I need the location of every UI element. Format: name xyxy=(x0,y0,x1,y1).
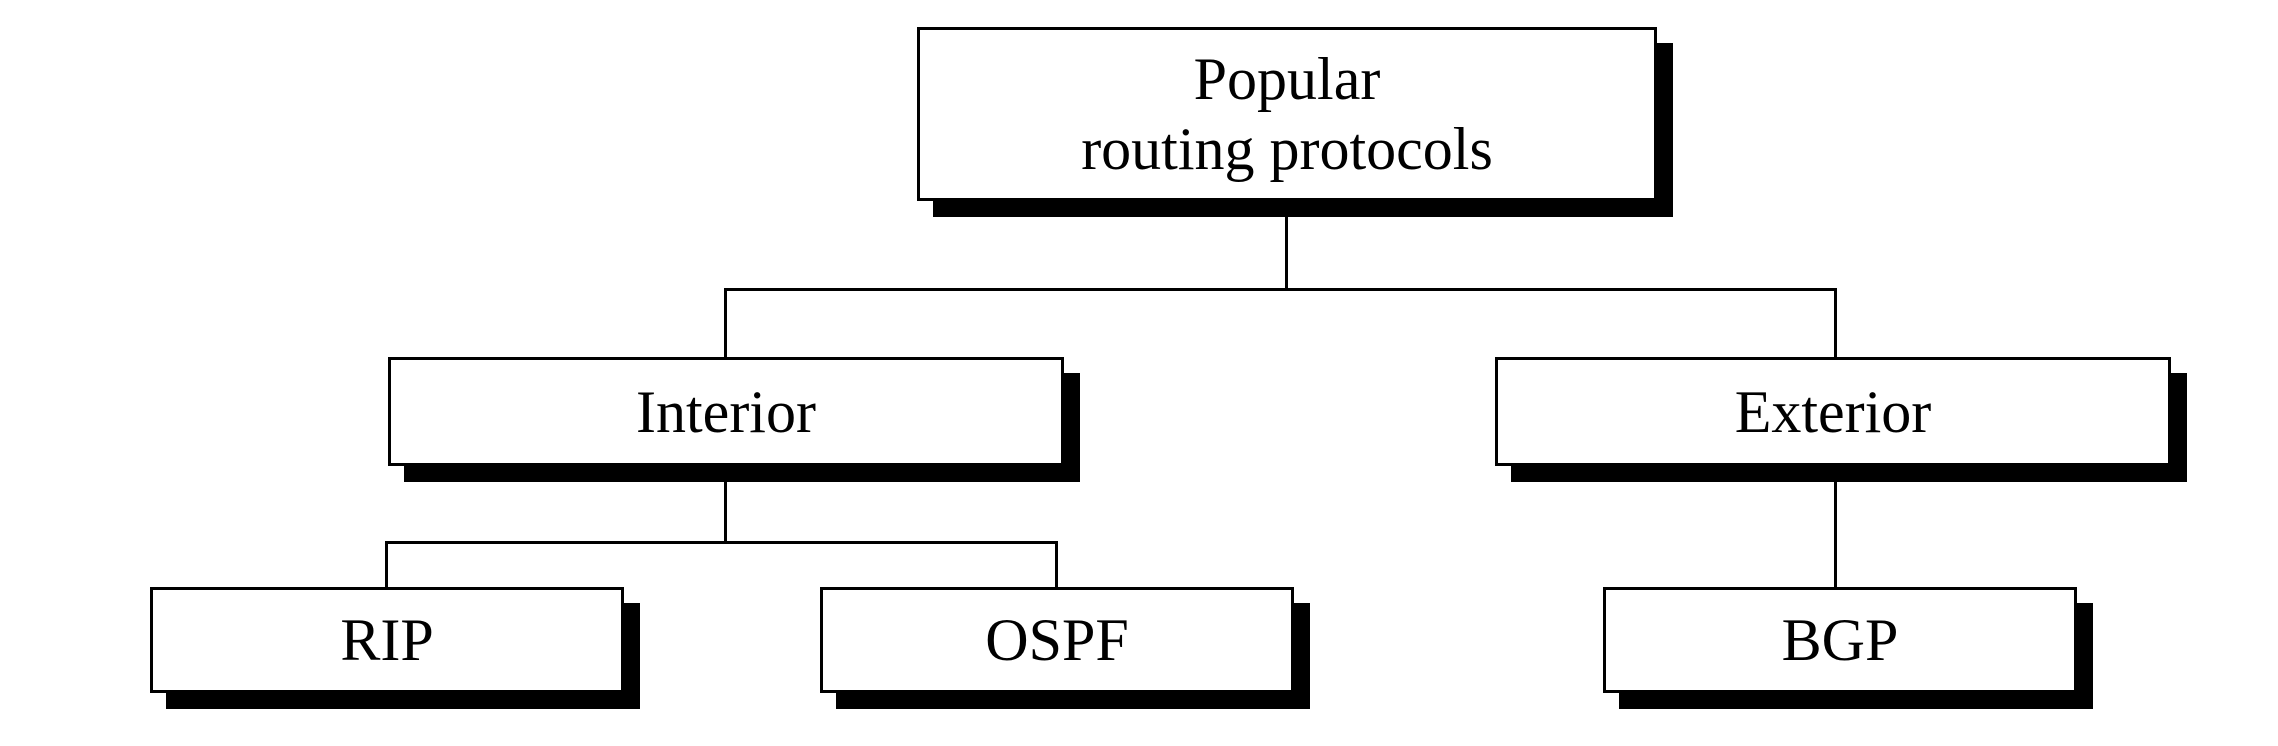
node-rip: RIP xyxy=(150,587,624,693)
node-root-label-line2: routing protocols xyxy=(1081,116,1493,182)
connector-drop-to-ospf xyxy=(1055,541,1058,587)
connector-level3-crossbar xyxy=(385,541,1058,544)
node-ospf: OSPF xyxy=(820,587,1294,693)
node-bgp-label: BGP xyxy=(1781,607,1899,673)
node-exterior-label: Exterior xyxy=(1734,378,1932,445)
node-interior-label: Interior xyxy=(636,378,816,445)
connector-drop-to-interior xyxy=(724,288,727,357)
connector-drop-to-bgp xyxy=(1834,466,1837,587)
node-interior: Interior xyxy=(388,357,1064,466)
node-root-label-line1: Popular xyxy=(1193,46,1381,112)
connector-level2-crossbar xyxy=(725,288,1837,291)
connector-drop-to-exterior xyxy=(1834,288,1837,357)
node-bgp: BGP xyxy=(1603,587,2077,693)
connector-interior-stem xyxy=(724,466,727,543)
connector-root-stem xyxy=(1285,200,1288,290)
node-exterior: Exterior xyxy=(1495,357,2171,466)
node-rip-label: RIP xyxy=(340,607,434,673)
connector-drop-to-rip xyxy=(385,541,388,587)
node-popular-routing-protocols: Popular routing protocols xyxy=(917,27,1657,201)
node-ospf-label: OSPF xyxy=(985,607,1129,673)
